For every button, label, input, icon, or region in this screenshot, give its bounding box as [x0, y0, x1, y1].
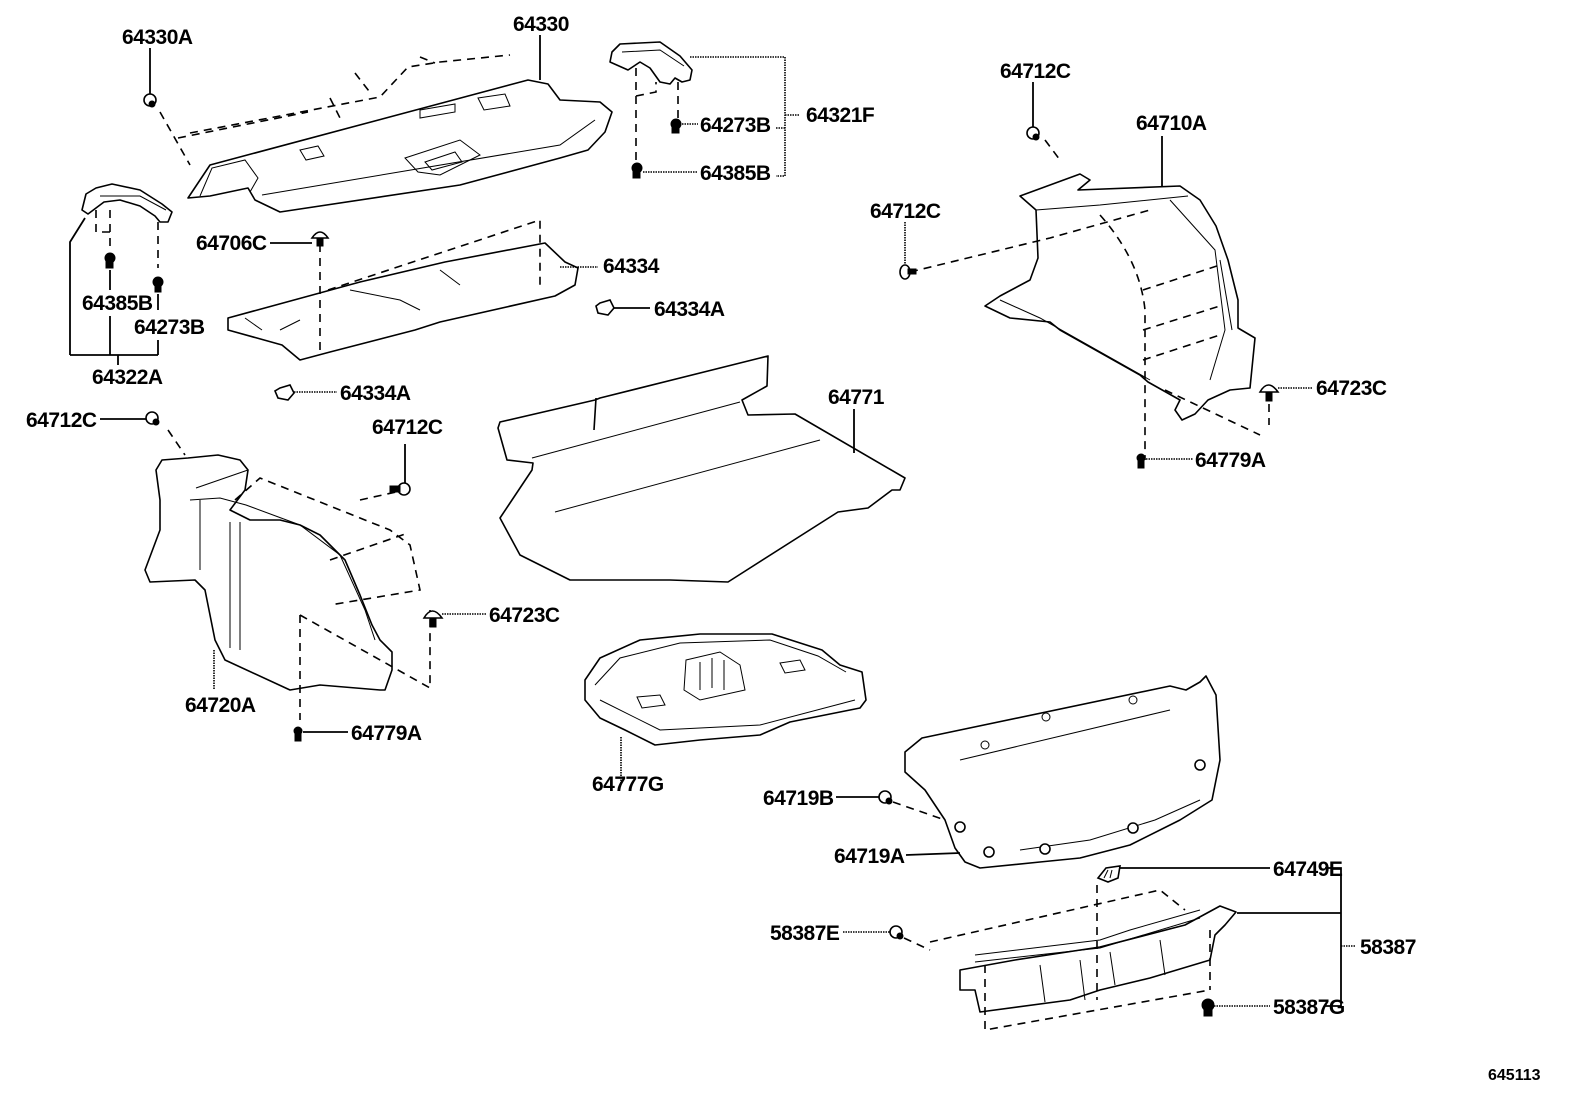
- label-64720A: 64720A: [185, 694, 256, 717]
- label-58387E: 58387E: [770, 922, 840, 945]
- label-64321F: 64321F: [806, 104, 875, 127]
- pad-64334A-right[interactable]: [595, 299, 615, 316]
- clip-64712C-top[interactable]: [1026, 126, 1040, 141]
- clip-64779A-left[interactable]: [293, 726, 303, 742]
- label-58387: 58387: [1360, 936, 1416, 959]
- label-64719A: 64719A: [834, 845, 905, 868]
- package-tray-64330[interactable]: [187, 79, 613, 213]
- clip-64385B-left[interactable]: [104, 252, 116, 269]
- label-64330: 64330: [513, 13, 569, 36]
- label-64723C-left: 64723C: [489, 604, 560, 627]
- label-64322A: 64322A: [92, 366, 163, 389]
- label-64385B-left: 64385B: [82, 292, 153, 315]
- label-64334A-right: 64334A: [654, 298, 725, 321]
- clip-64712C-mid[interactable]: [899, 264, 917, 280]
- scuff-plate-58387[interactable]: [959, 905, 1237, 1013]
- clip-64779A-right[interactable]: [1136, 453, 1146, 469]
- label-64779A-right: 64779A: [1195, 449, 1266, 472]
- clip-58387E[interactable]: [889, 925, 904, 940]
- trunk-mat-64771[interactable]: [497, 355, 906, 583]
- label-64712C-left: 64712C: [26, 409, 97, 432]
- label-64723C-right: 64723C: [1316, 377, 1387, 400]
- clip-64719B[interactable]: [878, 790, 893, 805]
- diagram-reference-code: 645113: [1488, 1067, 1541, 1084]
- clip-64273B-top[interactable]: [670, 118, 682, 134]
- clip-64712C-center[interactable]: [389, 482, 411, 496]
- label-64385B-top: 64385B: [700, 162, 771, 185]
- mat-64334[interactable]: [227, 242, 579, 361]
- label-64334: 64334: [603, 255, 660, 278]
- clip-64385B-top[interactable]: [631, 162, 643, 179]
- quarter-trim-64720A[interactable]: [144, 454, 393, 691]
- clip-64712C-left[interactable]: [145, 411, 160, 426]
- lid-trim-64719A[interactable]: [904, 675, 1221, 869]
- quarter-trim-64710A[interactable]: [984, 173, 1256, 421]
- clip-64749E[interactable]: [1096, 865, 1121, 883]
- label-64712C-mid: 64712C: [870, 200, 941, 223]
- label-64777G: 64777G: [592, 773, 664, 796]
- label-64706C: 64706C: [196, 232, 267, 255]
- clip-58387G[interactable]: [1201, 998, 1215, 1017]
- label-64712C-center: 64712C: [372, 416, 443, 439]
- cover-64321F[interactable]: [609, 41, 693, 85]
- label-58387G: 58387G: [1273, 996, 1345, 1019]
- label-64330A: 64330A: [122, 26, 193, 49]
- label-64779A-left: 64779A: [351, 722, 422, 745]
- clip-64723C-right[interactable]: [1258, 384, 1280, 402]
- label-64334A-left: 64334A: [340, 382, 411, 405]
- cover-64322A[interactable]: [81, 183, 173, 223]
- label-64771: 64771: [828, 386, 885, 409]
- label-64273B-left: 64273B: [134, 316, 205, 339]
- label-64273B-top: 64273B: [700, 114, 771, 137]
- clip-64273B-left[interactable]: [152, 276, 164, 293]
- label-64712C-top: 64712C: [1000, 60, 1071, 83]
- label-64719B: 64719B: [763, 787, 834, 810]
- clip-64330A[interactable]: [143, 93, 157, 108]
- label-64749E: 64749E: [1273, 858, 1343, 881]
- clip-64723C-left[interactable]: [422, 610, 444, 628]
- clip-64706C[interactable]: [310, 231, 330, 247]
- label-64710A: 64710A: [1136, 112, 1207, 135]
- tool-tray-64777G[interactable]: [584, 633, 867, 746]
- pad-64334A-left[interactable]: [273, 384, 295, 401]
